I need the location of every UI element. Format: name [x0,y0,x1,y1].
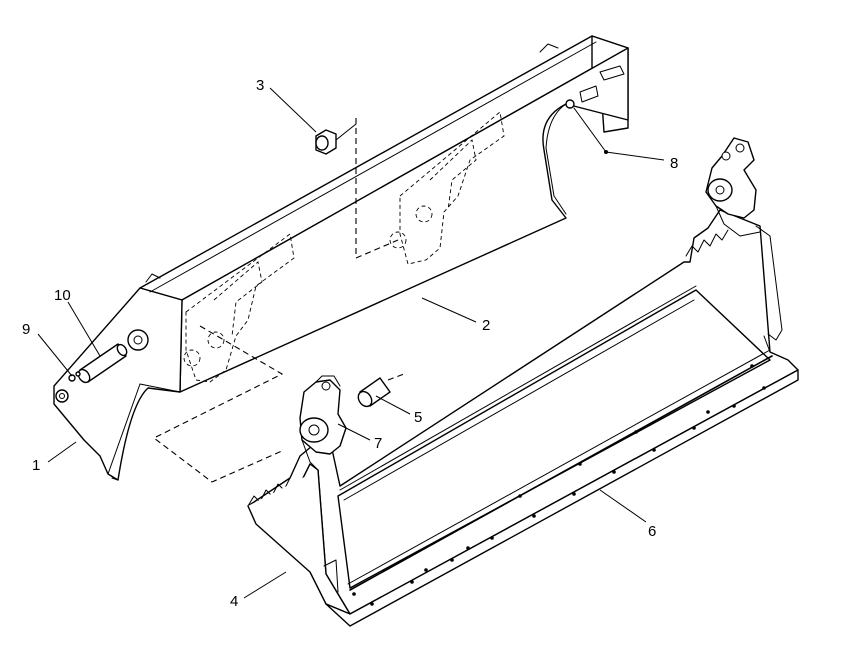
leader-lines [37,87,665,599]
retainer-part-9 [68,371,81,382]
pin-part-10 [77,343,128,384]
callout-4: 4 [230,593,238,610]
clevis-part-7 [299,375,347,471]
callout-3: 3 [256,77,264,94]
callout-9: 9 [22,321,30,338]
callout-8: 8 [670,155,678,172]
callout-6: 6 [648,523,656,540]
callout-10: 10 [54,287,71,304]
callout-2: 2 [482,317,490,334]
callout-7: 7 [374,435,382,452]
hardware-part-8 [565,99,608,154]
assembly-path-lines [152,118,405,483]
cutting-edge-bolt-holes [352,364,766,606]
attach-frame [53,35,629,481]
callout-labels: 1 2 3 4 5 6 7 8 9 10 [22,77,678,610]
callout-1: 1 [32,457,40,474]
bushing-part-3 [315,118,357,155]
clevis-right [705,137,761,237]
callout-5: 5 [414,409,422,426]
hidden-hook-brackets [183,111,505,383]
bushing-part-5 [357,377,391,408]
bucket-part-4 [247,209,799,627]
